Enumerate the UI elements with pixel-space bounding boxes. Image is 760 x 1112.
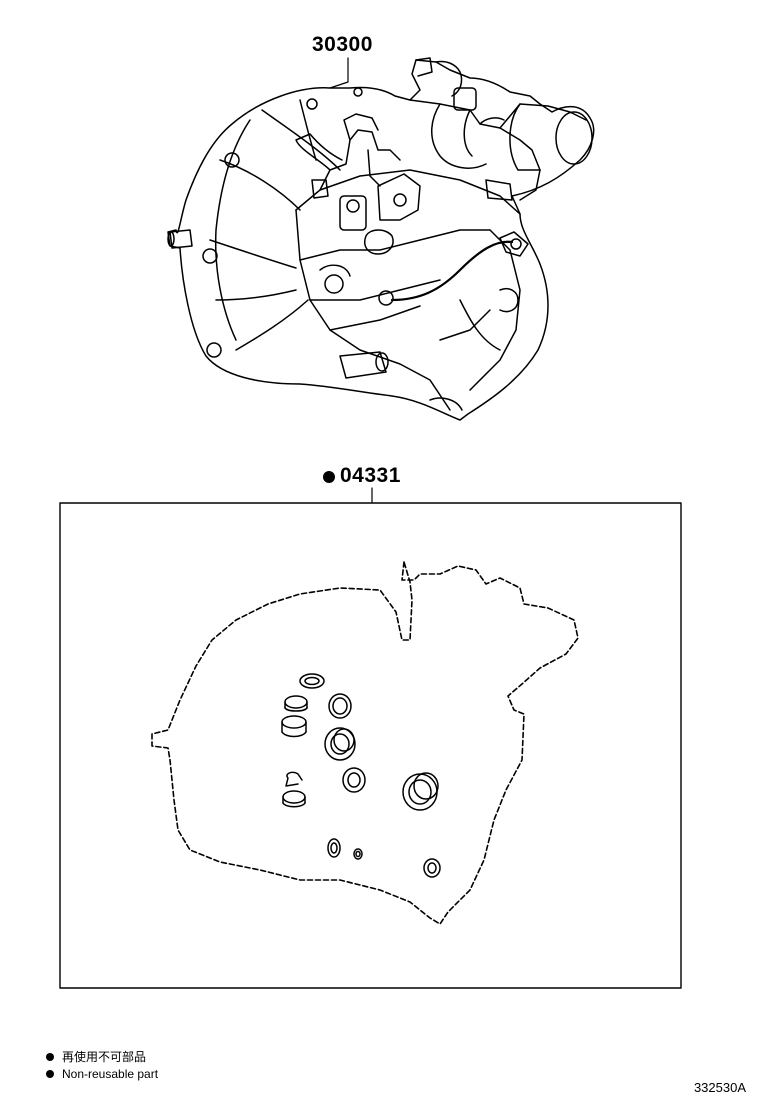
filled-circle-icon [46,1070,54,1078]
diagram-reference-code: 332530A [693,1080,746,1095]
legend-label-japanese: 再使用不可部品 [62,1050,147,1064]
gasket-kit-illustration [59,487,682,989]
transaxle-assembly-illustration [167,57,595,421]
part-number-gasket-kit: 04331 [340,464,401,487]
legend-label-english: Non-reusable part [62,1067,159,1081]
non-reusable-bullet-icon [323,471,335,483]
legend-row-english: Non-reusable part [46,1067,158,1081]
legend-row-japanese: 再使用不可部品 [46,1048,146,1065]
filled-circle-icon [46,1052,54,1061]
part-number-transaxle-assembly: 30300 [312,33,373,56]
